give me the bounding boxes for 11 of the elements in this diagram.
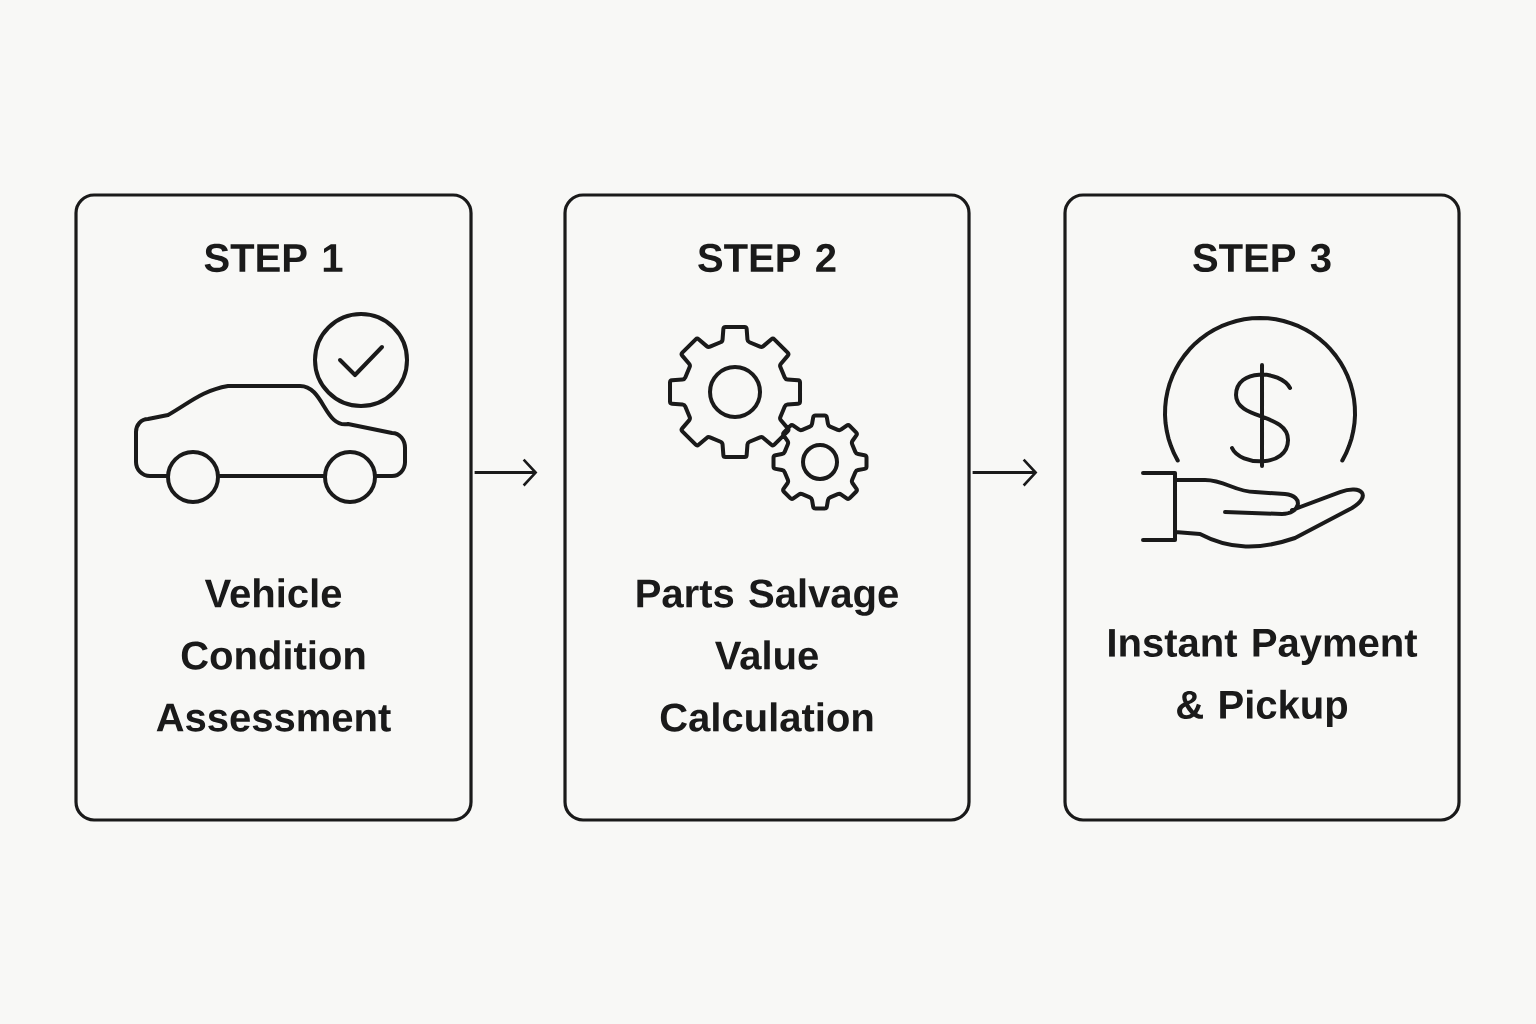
arrow (474, 458, 538, 487)
step-heading: STEP 2 (698, 243, 836, 273)
step-card (1063, 193, 1461, 822)
step-heading: STEP 3 (1193, 243, 1331, 273)
step-description: Vehicle Condition Assessment (156, 578, 391, 732)
step-description: Parts Salvage Value Calculation (637, 578, 898, 732)
arrow (972, 458, 1038, 487)
step-card (563, 193, 971, 822)
step-description: Instant Payment & Pickup (1109, 629, 1418, 727)
step-card (74, 193, 473, 822)
step-heading: STEP 1 (204, 243, 343, 273)
